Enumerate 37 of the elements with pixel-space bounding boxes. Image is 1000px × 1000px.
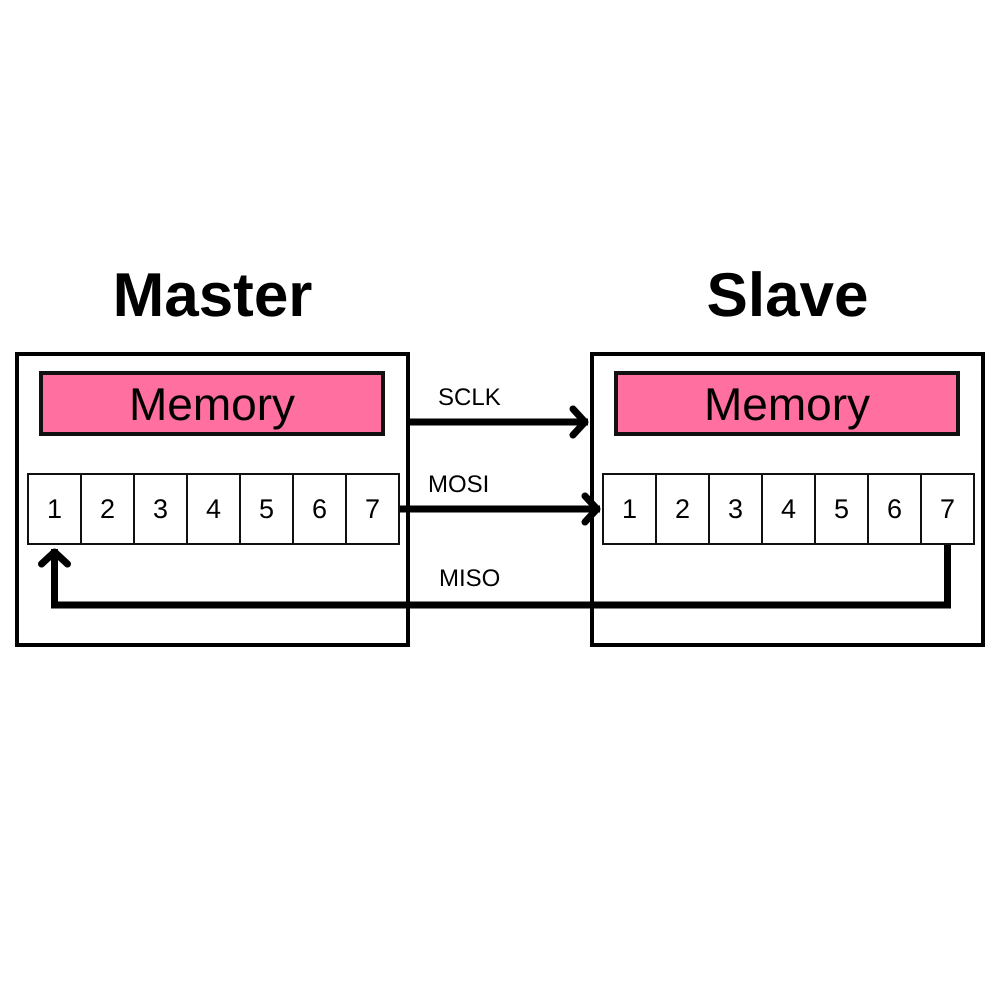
register-cell [655, 473, 710, 545]
register-cell [292, 473, 347, 545]
register-cell [27, 473, 82, 545]
cell-number: 3 [728, 494, 744, 524]
memory-block [614, 371, 960, 436]
cell-number: 7 [364, 494, 380, 524]
device-heading: Master [112, 260, 314, 332]
arrow [38, 545, 951, 608]
cell-number: 6 [886, 494, 902, 524]
cell-number: 5 [258, 494, 274, 524]
cell-number: 4 [206, 494, 222, 524]
register-cell [814, 473, 869, 545]
register-cell [920, 473, 975, 545]
register-cell [867, 473, 922, 545]
register-cell [80, 473, 135, 545]
register-cell [602, 473, 657, 545]
register-cell [133, 473, 188, 545]
arrow [410, 406, 588, 438]
register-cell [186, 473, 241, 545]
cell-number: 5 [834, 494, 850, 524]
cell-number: 4 [780, 494, 796, 524]
register-cell [708, 473, 763, 545]
cell-number: 6 [312, 494, 328, 524]
cell-number: 3 [152, 494, 168, 524]
register-cell [239, 473, 294, 545]
cell-number: 7 [940, 494, 956, 524]
cell-number: 2 [100, 494, 116, 524]
memory-block [39, 371, 385, 436]
register-cell [761, 473, 816, 545]
memory-label: Memory [128, 376, 296, 430]
cell-number: 1 [46, 494, 62, 524]
memory-label: Memory [704, 376, 870, 430]
register-cell [345, 473, 400, 545]
device-heading: Slave [705, 260, 870, 332]
cell-number: 2 [674, 494, 690, 524]
cell-number: 1 [622, 494, 638, 524]
arrow [400, 492, 600, 526]
